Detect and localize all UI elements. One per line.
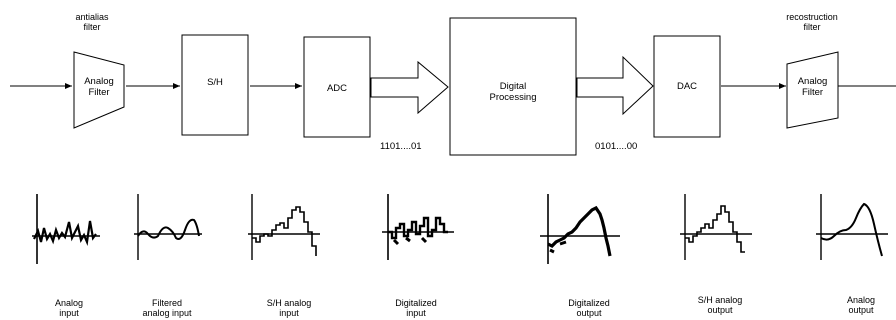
signal-label-analog-output: Analog output xyxy=(846,295,876,315)
antialias-filter-text: Analog Filter xyxy=(84,76,114,98)
antialias-filter-block xyxy=(73,51,125,129)
dsp-output-code: 0101....00 xyxy=(595,141,638,152)
adc-text: ADC xyxy=(326,82,348,94)
reconstruction-filter-text: Analog Filter xyxy=(797,76,828,98)
adc-block xyxy=(303,36,371,138)
waveform-sh-analog-output-icon xyxy=(680,194,752,260)
signal-label-digitalized-input: Digitalized input xyxy=(395,298,437,318)
waveform-analog-input-icon xyxy=(32,194,100,264)
adc-output-code: 1101....01 xyxy=(380,141,422,152)
signal-label-digitalized-output: Digitalized output xyxy=(568,298,610,318)
waveform-filtered-input-icon xyxy=(134,194,202,260)
waveform-analog-output-icon xyxy=(816,194,888,260)
reconstruction-filter-label: recostruction filter xyxy=(786,12,838,32)
sample-hold-text: S/H xyxy=(207,76,223,88)
dac-block xyxy=(653,35,721,138)
signal-label-analog-input: Analog input xyxy=(54,298,84,318)
dsp-bus-arrow xyxy=(576,55,654,116)
signal-label-sh-analog-input: S/H analog input xyxy=(266,298,312,318)
signal-label-filtered-input: Filtered analog input xyxy=(142,298,192,318)
digital-processing-block xyxy=(449,17,577,156)
digital-processing-text: Digital Processing xyxy=(489,81,537,103)
waveform-digitalized-output-icon xyxy=(540,194,620,264)
waveform-sh-analog-input-icon xyxy=(248,194,320,260)
waveform-digitalized-input-icon xyxy=(382,194,454,260)
antialias-filter-label: antialias filter xyxy=(75,12,109,32)
dac-text: DAC xyxy=(676,80,698,92)
adc-bus-arrow xyxy=(370,60,449,115)
sample-hold-block xyxy=(181,34,249,136)
reconstruction-filter-block xyxy=(786,51,839,129)
signal-label-sh-analog-output: S/H analog output xyxy=(697,295,743,315)
